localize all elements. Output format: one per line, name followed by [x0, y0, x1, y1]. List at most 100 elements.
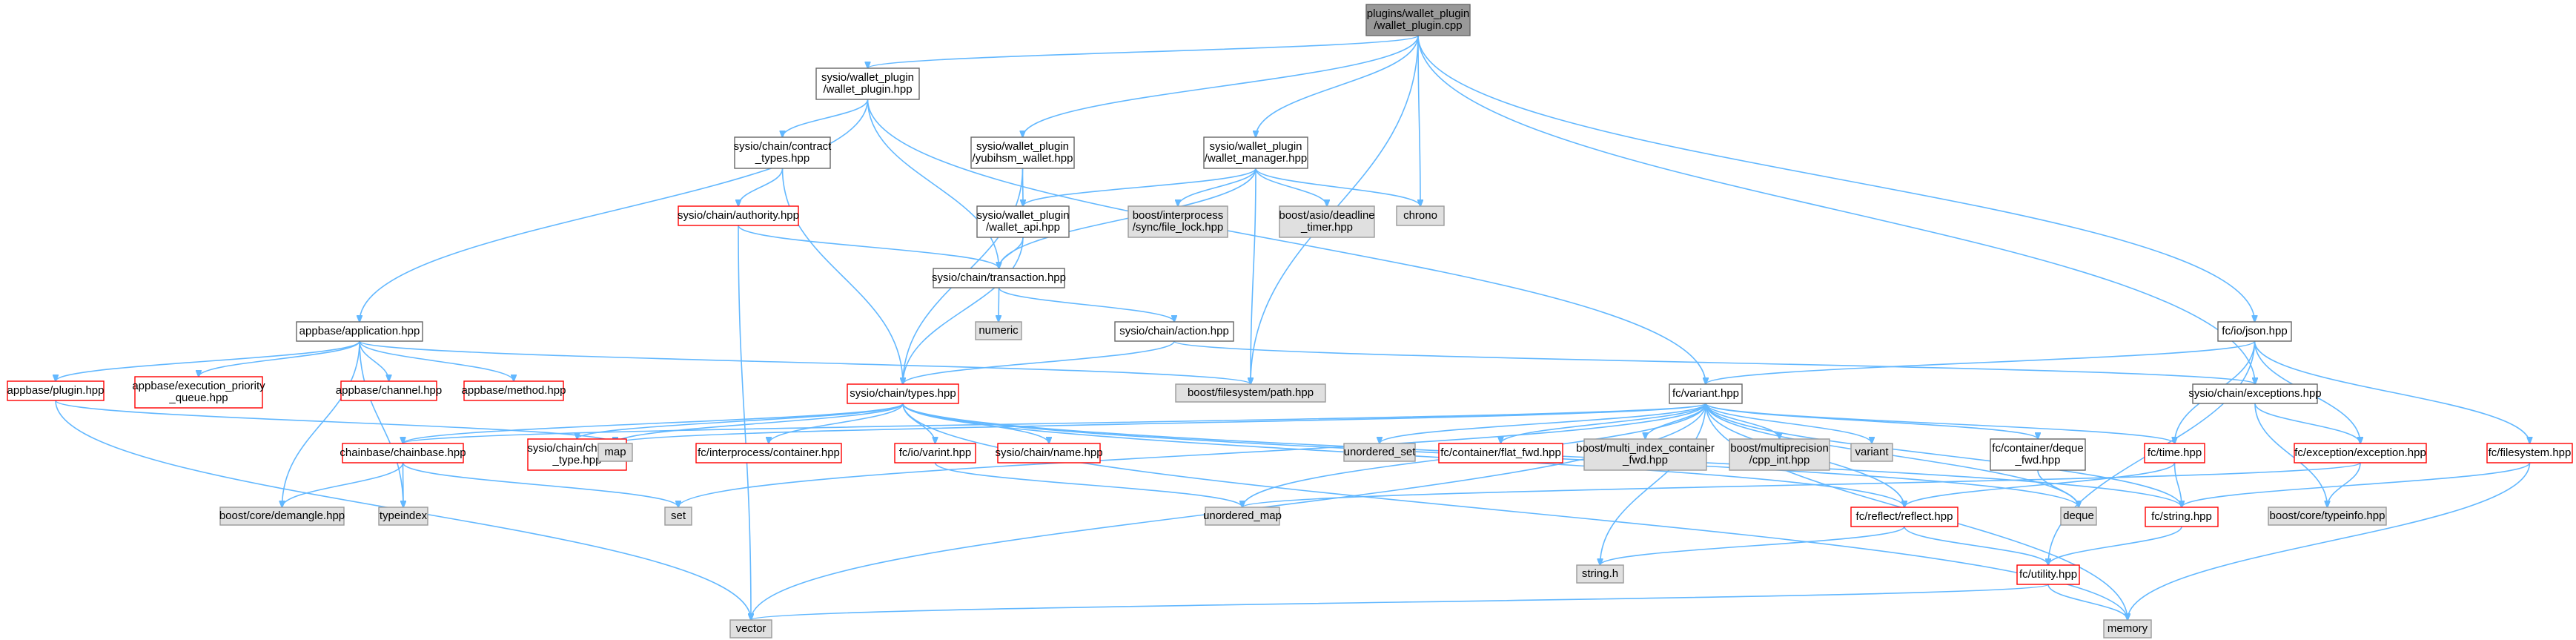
node-application[interactable]: appbase/application.hpp — [296, 321, 423, 342]
edge-wmgr-to-wallet_api — [1023, 168, 1256, 206]
node-fc_reflect[interactable]: fc/reflect/reflect.hpp — [1850, 507, 1959, 527]
edge-chainbase-to-set — [402, 462, 679, 507]
edge-root-to-fc_json — [1417, 35, 2255, 322]
node-wallet_api[interactable]: sysio/wallet_plugin/wallet_api.hpp — [976, 205, 1070, 238]
edge-root-to-chrono — [1418, 35, 1420, 206]
node-numeric: numeric — [975, 321, 1022, 340]
node-box — [342, 443, 464, 463]
edge-application-to-demangle — [282, 340, 360, 507]
node-label-line: sysio/wallet_plugin — [821, 71, 914, 84]
node-exec_queue[interactable]: appbase/execution_priority_queue.hpp — [132, 376, 265, 409]
node-chrono: chrono — [1396, 205, 1445, 226]
node-wmgr[interactable]: sysio/wallet_plugin/wallet_manager.hpp — [1203, 136, 1308, 169]
node-fc_utility[interactable]: fc/utility.hpp — [2016, 564, 2080, 585]
node-box — [970, 136, 1075, 169]
node-label-line: fc/container/deque — [1992, 442, 2083, 455]
node-label-line: map — [604, 446, 626, 458]
node-label-line: set — [671, 509, 686, 522]
node-box — [1203, 136, 1308, 169]
node-ab_plugin[interactable]: appbase/plugin.hpp — [7, 380, 105, 401]
node-wp_hpp[interactable]: sysio/wallet_plugin/wallet_plugin.hpp — [815, 67, 920, 100]
node-label-line: sysio/chain/types.hpp — [850, 387, 956, 400]
edge-transaction-to-action — [998, 287, 1175, 322]
node-label-line: /sync/file_lock.hpp — [1133, 221, 1224, 234]
node-label-line: chrono — [1403, 209, 1437, 222]
node-label-line: variant — [1855, 446, 1889, 458]
edge-wmgr-to-ipc_lock — [1178, 168, 1256, 206]
node-deque_fwd[interactable]: fc/container/deque_fwd.hpp — [1990, 438, 2086, 471]
node-box — [933, 268, 1065, 288]
node-box — [2060, 507, 2097, 526]
node-box — [2486, 443, 2573, 463]
edge-root-to-wmgr — [1256, 35, 1419, 137]
node-chain_exc[interactable]: sysio/chain/exceptions.hpp — [2188, 383, 2322, 404]
node-ab_channel[interactable]: appbase/channel.hpp — [336, 380, 442, 401]
node-fc_time[interactable]: fc/time.hpp — [2144, 443, 2205, 463]
node-box — [734, 136, 831, 169]
node-label-line: sysio/chain/authority.hpp — [678, 209, 799, 222]
node-typeinfo: boost/core/typeinfo.hpp — [2268, 507, 2387, 526]
node-fc_exception[interactable]: fc/exception/exception.hpp — [2294, 443, 2427, 463]
node-label-line: /wallet_manager.hpp — [1205, 152, 1307, 165]
node-chain_types[interactable]: sysio/chain/types.hpp — [847, 383, 959, 404]
node-label-line: plugins/wallet_plugin — [1367, 7, 1469, 20]
node-box — [664, 507, 692, 526]
edge-fc_variant-to-fc_time — [1705, 403, 2175, 443]
node-fc_json[interactable]: fc/io/json.hpp — [2217, 321, 2292, 342]
node-yubi[interactable]: sysio/wallet_plugin/yubihsm_wallet.hpp — [970, 136, 1075, 169]
node-ipc_container[interactable]: fc/interprocess/container.hpp — [695, 443, 842, 463]
edge-fc_reflect-to-fc_utility — [1904, 526, 2048, 565]
edge-fc_exception-to-unordered_map — [1242, 462, 2361, 507]
node-box — [219, 507, 345, 526]
node-label-line: /yubihsm_wallet.hpp — [973, 152, 1073, 165]
node-label-line: _types.hpp — [755, 152, 809, 165]
node-contract_types[interactable]: sysio/chain/contract_types.hpp — [734, 136, 832, 169]
edge-wp_hpp-to-application — [360, 99, 869, 322]
node-label-line: appbase/application.hpp — [299, 325, 420, 337]
node-box — [678, 205, 799, 226]
node-fc_filesystem[interactable]: fc/filesystem.hpp — [2486, 443, 2573, 463]
edge-chainbase-to-typeindex — [403, 462, 404, 507]
edge-application-to-fs_path — [359, 340, 1251, 384]
node-action[interactable]: sysio/chain/action.hpp — [1114, 321, 1234, 342]
node-label-line: _fwd.hpp — [2015, 454, 2061, 466]
node-box — [1729, 438, 1830, 471]
node-label-line: unordered_map — [1203, 509, 1282, 522]
node-ab_method[interactable]: appbase/method.hpp — [462, 380, 566, 401]
edges-layer — [56, 35, 2530, 620]
node-varint[interactable]: fc/io/varint.hpp — [894, 443, 976, 463]
node-label-line: sysio/wallet_plugin — [976, 209, 1069, 222]
nodes-layer: plugins/wallet_plugin/wallet_plugin.cpps… — [7, 4, 2573, 639]
node-label-line: fc/io/json.hpp — [2222, 325, 2287, 337]
node-deque: deque — [2060, 507, 2097, 526]
edge-deque_fwd-to-deque — [2037, 469, 2079, 507]
node-box — [1669, 383, 1743, 404]
edge-fc_variant-to-fc_string — [1705, 403, 2182, 507]
node-unordered_map: unordered_map — [1203, 507, 1282, 526]
node-label-line: chainbase/chainbase.hpp — [340, 446, 466, 459]
node-label-line: string.h — [1582, 567, 1618, 580]
node-label-line: fc/filesystem.hpp — [2489, 446, 2572, 459]
node-box — [815, 67, 920, 100]
node-chain_name[interactable]: sysio/chain/name.hpp — [995, 443, 1103, 463]
node-flat_fwd[interactable]: fc/container/flat_fwd.hpp — [1438, 443, 1563, 463]
node-box — [1205, 507, 1280, 526]
node-authority[interactable]: sysio/chain/authority.hpp — [678, 205, 799, 226]
node-label-line: /cpp_int.hpp — [1749, 454, 1810, 466]
node-label-line: fc/io/varint.hpp — [899, 446, 972, 459]
node-box — [1850, 443, 1893, 462]
edge-chain_exc-to-fc_exception — [2254, 403, 2360, 443]
node-box — [134, 376, 263, 409]
node-ipc_lock: boost/interprocess/sync/file_lock.hpp — [1128, 205, 1228, 238]
node-fc_variant[interactable]: fc/variant.hpp — [1669, 383, 1743, 404]
node-fc_string[interactable]: fc/string.hpp — [2145, 507, 2219, 527]
node-demangle: boost/core/demangle.hpp — [219, 507, 345, 526]
node-transaction[interactable]: sysio/chain/transaction.hpp — [932, 268, 1066, 288]
node-label-line: sysio/wallet_plugin — [1209, 140, 1302, 153]
edge-fc_variant-to-flat_fwd — [1501, 403, 1706, 443]
node-chainbase[interactable]: chainbase/chainbase.hpp — [340, 443, 466, 463]
node-box — [695, 443, 842, 463]
node-root[interactable]: plugins/wallet_plugin/wallet_plugin.cpp — [1365, 4, 1471, 36]
edge-chainbase-to-demangle — [282, 462, 404, 507]
